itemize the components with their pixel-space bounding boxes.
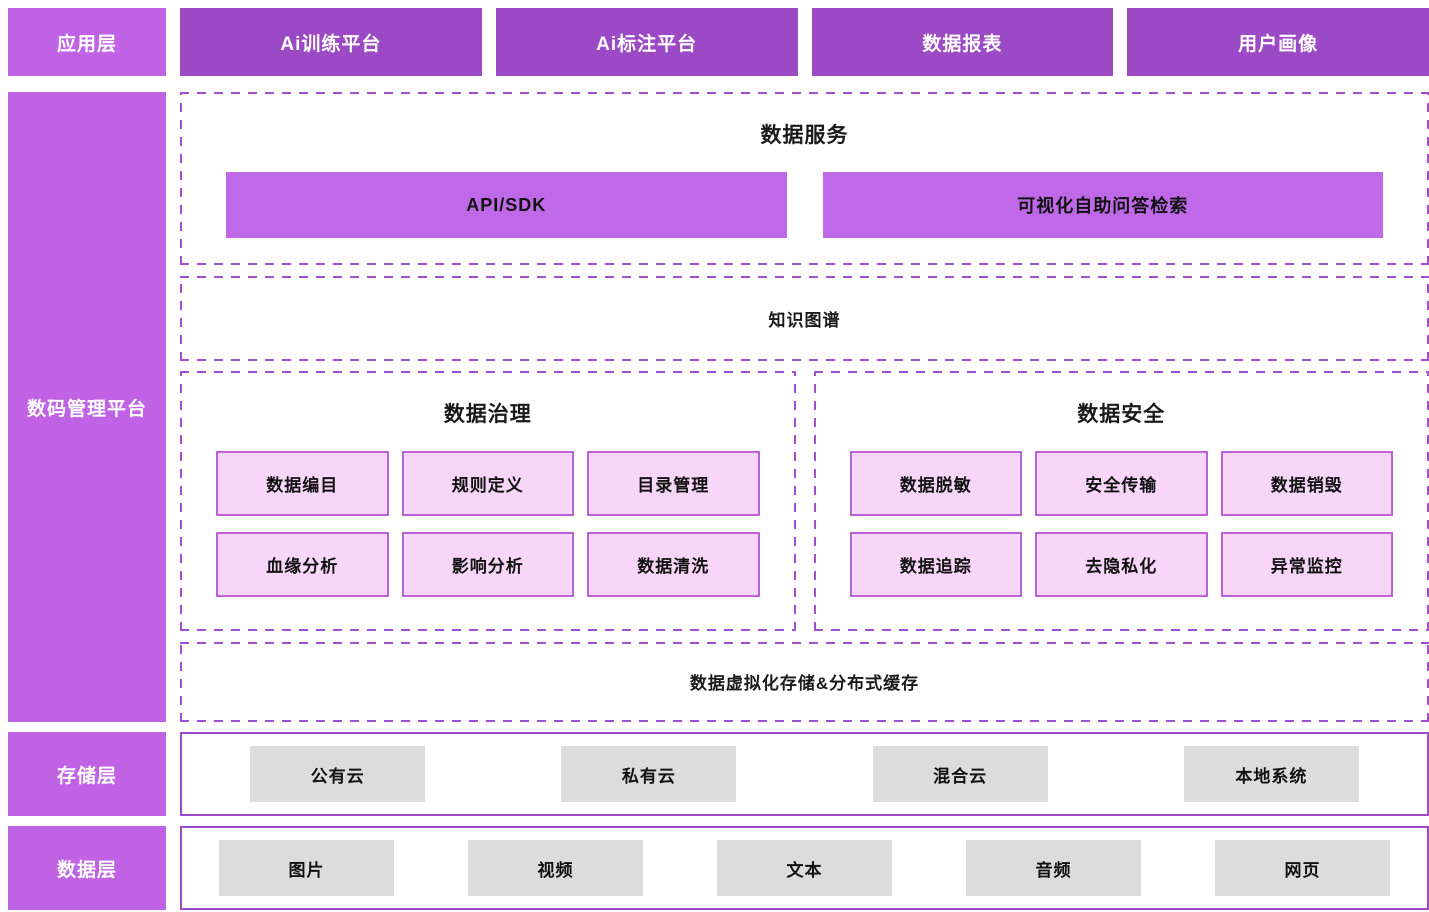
data-box-text: 文本 — [717, 840, 892, 896]
layer-label-application: 应用层 — [8, 8, 166, 76]
data-box-image: 图片 — [219, 840, 394, 896]
data-governance-title: 数据治理 — [443, 403, 532, 427]
pill-lineage-analysis: 血缘分析 — [216, 532, 389, 598]
pill-directory-management: 目录管理 — [587, 451, 760, 517]
data-security-title: 数据安全 — [1077, 403, 1166, 427]
data-service-boxes: API/SDK 可视化自助问答检索 — [180, 172, 1429, 238]
layer-label-data: 数据层 — [8, 826, 166, 910]
storage-items: 公有云 私有云 混合云 本地系统 — [180, 732, 1429, 816]
pill-data-masking: 数据脱敏 — [849, 451, 1022, 517]
platform-sections: 数据服务 API/SDK 可视化自助问答检索 知识图谱 数据治理 数据编目 规则… — [180, 92, 1429, 722]
pill-data-cleaning: 数据清洗 — [587, 532, 760, 598]
application-layer-row: 应用层 Ai训练平台 Ai标注平台 数据报表 用户画像 — [8, 8, 1429, 76]
data-box-video: 视频 — [468, 840, 643, 896]
pill-de-identification: 去隐私化 — [1035, 532, 1208, 598]
knowledge-graph-title: 知识图谱 — [768, 310, 841, 330]
data-service-title: 数据服务 — [760, 124, 849, 147]
data-box-web: 网页 — [1215, 840, 1390, 896]
pill-impact-analysis: 影响分析 — [401, 532, 574, 598]
app-box-user-profile: 用户画像 — [1127, 8, 1429, 76]
app-box-ai-training: Ai训练平台 — [180, 8, 482, 76]
virtual-storage-title: 数据虚拟化存储&分布式缓存 — [689, 674, 920, 694]
storage-box-hybrid-cloud: 混合云 — [872, 746, 1048, 802]
pill-data-destruction: 数据销毁 — [1220, 451, 1393, 517]
pill-anomaly-monitoring: 异常监控 — [1220, 532, 1393, 598]
service-box-visual-qa: 可视化自助问答检索 — [822, 172, 1383, 238]
pill-data-cataloging: 数据编目 — [216, 451, 389, 517]
governance-security-row: 数据治理 数据编目 规则定义 目录管理 血缘分析 影响分析 数据清洗 数据安全 … — [180, 371, 1429, 632]
pill-data-tracking: 数据追踪 — [849, 532, 1022, 598]
security-items: 数据脱敏 安全传输 数据销毁 数据追踪 去隐私化 异常监控 — [814, 451, 1429, 598]
section-knowledge-graph: 知识图谱 — [180, 275, 1429, 361]
storage-box-local-system: 本地系统 — [1183, 746, 1359, 802]
storage-box-public-cloud: 公有云 — [250, 746, 426, 802]
section-virtual-storage: 数据虚拟化存储&分布式缓存 — [180, 641, 1429, 722]
section-data-service: 数据服务 API/SDK 可视化自助问答检索 — [180, 92, 1429, 265]
data-items: 图片 视频 文本 音频 网页 — [180, 826, 1429, 910]
app-box-data-report: 数据报表 — [811, 8, 1114, 76]
app-box-ai-annotation: Ai标注平台 — [495, 8, 798, 76]
platform-region: 数码管理平台 数据服务 API/SDK 可视化自助问答检索 知识图谱 数据治理 — [8, 92, 1429, 722]
service-box-api-sdk: API/SDK — [226, 172, 787, 238]
storage-layer-row: 存储层 公有云 私有云 混合云 本地系统 — [8, 732, 1429, 816]
layer-label-platform: 数码管理平台 — [8, 92, 166, 722]
storage-box-private-cloud: 私有云 — [561, 746, 737, 802]
pill-rule-definition: 规则定义 — [401, 451, 574, 517]
data-box-audio: 音频 — [966, 840, 1141, 896]
data-layer-row: 数据层 图片 视频 文本 音频 网页 — [8, 826, 1429, 910]
layer-label-storage: 存储层 — [8, 732, 166, 816]
governance-items: 数据编目 规则定义 目录管理 血缘分析 影响分析 数据清洗 — [180, 451, 796, 598]
application-items: Ai训练平台 Ai标注平台 数据报表 用户画像 — [180, 8, 1429, 76]
pill-secure-transfer: 安全传输 — [1035, 451, 1208, 517]
section-data-governance: 数据治理 数据编目 规则定义 目录管理 血缘分析 影响分析 数据清洗 — [180, 371, 796, 632]
section-data-security: 数据安全 数据脱敏 安全传输 数据销毁 数据追踪 去隐私化 异常监控 — [813, 371, 1429, 632]
